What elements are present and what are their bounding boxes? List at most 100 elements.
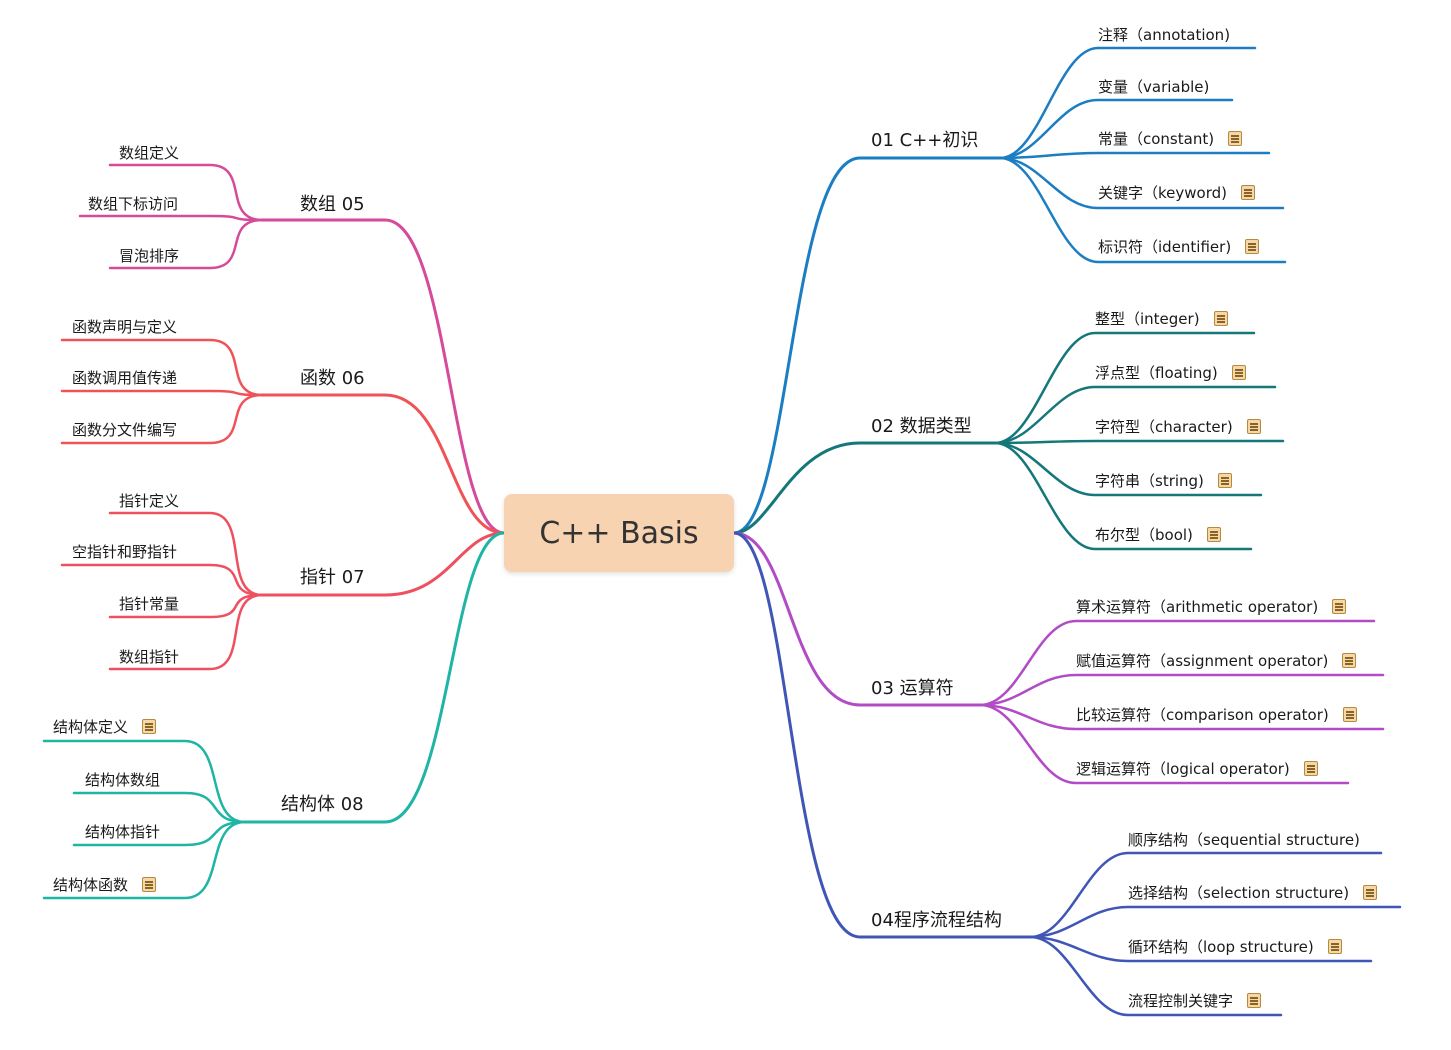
branch-01-link — [732, 156, 1002, 535]
subtopic-flow-keywords[interactable]: 流程控制关键字 — [1128, 990, 1262, 1011]
subtopic-variable[interactable]: 变量（variable) — [1098, 76, 1209, 97]
root-node[interactable]: C++ Basis — [504, 494, 734, 572]
sub-link — [60, 563, 264, 597]
subtopic-label: 比较运算符（comparison operator) — [1076, 706, 1329, 724]
note-icon[interactable] — [1247, 993, 1262, 1008]
branch-04-link — [732, 531, 1032, 939]
subtopic-label: 函数声明与定义 — [72, 318, 178, 336]
note-icon[interactable] — [1213, 311, 1228, 326]
subtopic-floating[interactable]: 浮点型（floating) — [1095, 362, 1246, 383]
topic-02[interactable]: 02 数据类型 — [871, 416, 972, 437]
sub-link — [993, 385, 1277, 445]
topic-06[interactable]: 函数 06 — [300, 368, 365, 389]
subtopic-character[interactable]: 字符型（character) — [1095, 416, 1261, 437]
sub-link — [72, 820, 247, 847]
sub-link — [60, 393, 264, 445]
subtopic-keyword[interactable]: 关键字（keyword) — [1098, 182, 1255, 203]
subtopic-label: 指针定义 — [119, 492, 180, 510]
sub-link — [108, 593, 264, 619]
subtopic-pointer-const[interactable]: 指针常量 — [119, 593, 179, 614]
note-icon[interactable] — [1303, 761, 1318, 776]
sub-link — [1028, 935, 1373, 963]
subtopic-struct-definition[interactable]: 结构体定义 — [53, 716, 157, 737]
subtopic-label: 结构体数组 — [85, 771, 161, 789]
note-icon[interactable] — [1228, 131, 1243, 146]
note-icon[interactable] — [1342, 707, 1357, 722]
subtopic-logical[interactable]: 逻辑运算符（logical operator) — [1076, 758, 1318, 779]
subtopic-label: 变量（variable) — [1098, 78, 1210, 96]
sub-link — [978, 703, 1350, 785]
note-icon[interactable] — [1231, 365, 1246, 380]
sub-link — [108, 593, 264, 671]
note-icon[interactable] — [1327, 939, 1342, 954]
note-icon[interactable] — [1332, 599, 1347, 614]
subtopic-annotation[interactable]: 注释（annotation) — [1098, 24, 1230, 45]
subtopic-label: 选择结构（selection structure) — [1128, 884, 1350, 902]
subtopic-array-index[interactable]: 数组下标访问 — [88, 193, 178, 214]
subtopic-bool[interactable]: 布尔型（bool) — [1095, 524, 1221, 545]
subtopic-loop[interactable]: 循环结构（loop structure) — [1128, 936, 1342, 957]
note-icon[interactable] — [1240, 185, 1255, 200]
subtopic-sequential[interactable]: 顺序结构（sequential structure) — [1128, 829, 1360, 850]
subtopic-label: 关键字（keyword) — [1098, 184, 1227, 202]
subtopic-arithmetic[interactable]: 算术运算符（arithmetic operator) — [1076, 596, 1347, 617]
note-icon[interactable] — [1246, 419, 1261, 434]
subtopic-label: 数组指针 — [119, 648, 180, 666]
topic-03[interactable]: 03 运算符 — [871, 678, 954, 699]
subtopic-label: 结构体指针 — [85, 823, 161, 841]
subtopic-struct-pointer[interactable]: 结构体指针 — [85, 821, 160, 842]
subtopic-label: 数组定义 — [119, 144, 180, 162]
subtopic-array-definition[interactable]: 数组定义 — [119, 142, 179, 163]
subtopic-assignment[interactable]: 赋值运算符（assignment operator) — [1076, 650, 1357, 671]
subtopic-label: 整型（integer) — [1095, 310, 1200, 328]
subtopic-comparison[interactable]: 比较运算符（comparison operator) — [1076, 704, 1357, 725]
note-icon[interactable] — [1245, 239, 1260, 254]
sub-link — [1028, 905, 1402, 939]
topic-04[interactable]: 04程序流程结构 — [871, 910, 1002, 931]
subtopic-string[interactable]: 字符串（string) — [1095, 470, 1232, 491]
note-icon[interactable] — [142, 719, 157, 734]
topic-07[interactable]: 指针 07 — [300, 567, 365, 588]
sub-link — [978, 619, 1376, 707]
subtopic-func-call[interactable]: 函数调用值传递 — [72, 367, 177, 388]
sub-link — [993, 331, 1256, 445]
sub-link — [60, 338, 264, 397]
subtopic-array-pointer[interactable]: 数组指针 — [119, 646, 179, 667]
subtopic-bubble-sort[interactable]: 冒泡排序 — [119, 245, 179, 266]
subtopic-func-declaration[interactable]: 函数声明与定义 — [72, 316, 177, 337]
topic-05[interactable]: 数组 05 — [300, 194, 365, 215]
sub-link — [993, 441, 1263, 497]
subtopic-label: 数组下标访问 — [88, 195, 179, 213]
sub-link — [978, 703, 1385, 731]
subtopic-label: 循环结构（loop structure) — [1128, 938, 1314, 956]
branch-03-link — [732, 531, 982, 707]
subtopic-struct-function[interactable]: 结构体函数 — [53, 874, 157, 895]
sub-link — [78, 214, 264, 222]
topic-08[interactable]: 结构体 08 — [281, 794, 364, 815]
topic-01[interactable]: 01 C++初识 — [871, 130, 979, 151]
subtopic-label: 标识符（identifier) — [1098, 238, 1232, 256]
sub-link — [993, 439, 1285, 445]
note-icon[interactable] — [1217, 473, 1232, 488]
note-icon[interactable] — [1363, 885, 1378, 900]
subtopic-label: 字符型（character) — [1095, 418, 1233, 436]
sub-link — [1028, 935, 1283, 1017]
subtopic-null-pointer[interactable]: 空指针和野指针 — [72, 541, 177, 562]
subtopic-func-files[interactable]: 函数分文件编写 — [72, 419, 177, 440]
subtopic-label: 浮点型（floating) — [1095, 364, 1218, 382]
subtopic-struct-array[interactable]: 结构体数组 — [85, 769, 160, 790]
branch-02-link — [732, 441, 997, 535]
note-icon[interactable] — [142, 877, 157, 892]
subtopic-label: 字符串（string) — [1095, 472, 1204, 490]
subtopic-selection[interactable]: 选择结构（selection structure) — [1128, 882, 1378, 903]
subtopic-constant[interactable]: 常量（constant) — [1098, 128, 1243, 149]
subtopic-label: 冒泡排序 — [119, 247, 180, 265]
sub-link — [998, 156, 1287, 264]
note-icon[interactable] — [1342, 653, 1357, 668]
subtopic-pointer-definition[interactable]: 指针定义 — [119, 490, 179, 511]
sub-link — [998, 151, 1271, 160]
subtopic-integer[interactable]: 整型（integer) — [1095, 308, 1228, 329]
subtopic-identifier[interactable]: 标识符（identifier) — [1098, 236, 1260, 257]
note-icon[interactable] — [1206, 527, 1221, 542]
